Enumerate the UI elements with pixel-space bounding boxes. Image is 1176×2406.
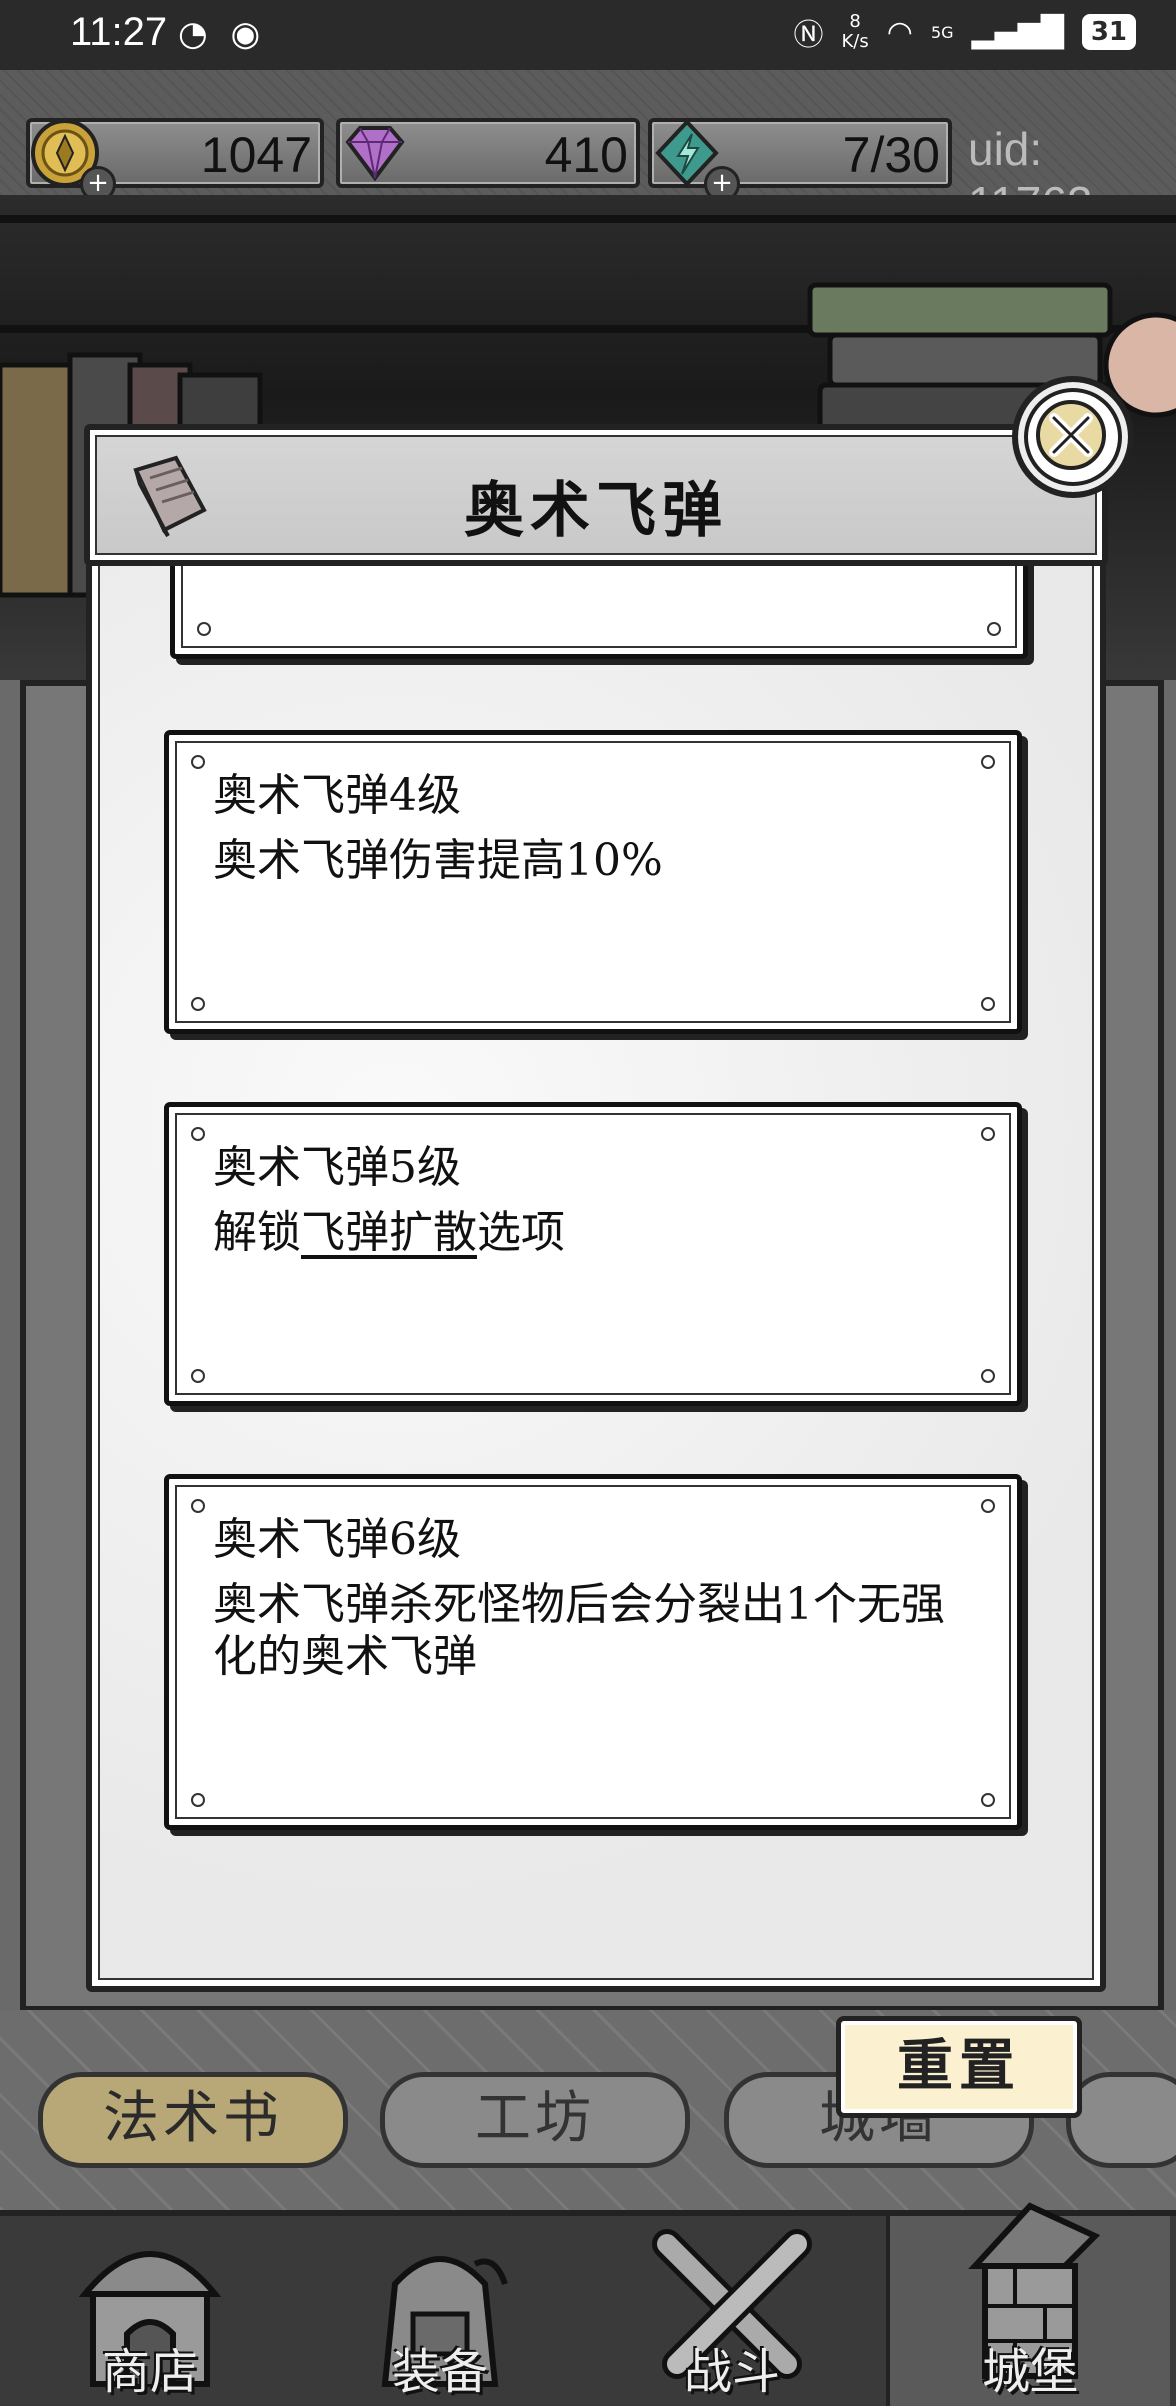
- status-right: Ⓝ 8 K/s ◠ 5G ▂▄▆█ 31: [793, 10, 1136, 54]
- card-rivet: [981, 997, 995, 1011]
- energy-value: 7/30: [842, 127, 940, 183]
- desc-suffix: 选项: [477, 1207, 565, 1258]
- wifi-icon: ◠: [886, 14, 913, 50]
- card-rivet: [987, 622, 1001, 636]
- crossed-swords-icon: [652, 2229, 812, 2379]
- network-type: 5G: [930, 22, 954, 42]
- nav-equipment[interactable]: 装备: [300, 2216, 580, 2406]
- card-rivet: [191, 1127, 205, 1141]
- card-rivet: [981, 1499, 995, 1513]
- nav-shop[interactable]: 商店: [10, 2216, 290, 2406]
- castle-icon: [968, 2202, 1101, 2379]
- card-rivet: [981, 1369, 995, 1383]
- level-card-6: 奥术飞弹6级 奥术飞弹杀死怪物后会分裂出1个无强化的奥术飞弹: [164, 1474, 1022, 1830]
- tab-workshop[interactable]: 工坊: [380, 2072, 690, 2168]
- eye-icon: ◉: [230, 14, 267, 54]
- gold-counter[interactable]: 1047 +: [26, 118, 324, 202]
- net-speed-value: 8: [849, 11, 861, 32]
- battery-icon: 31: [1081, 14, 1136, 50]
- status-time: 11:27: [70, 10, 168, 54]
- level-title: 奥术飞弹4级: [213, 770, 461, 821]
- desc-prefix: 解锁: [213, 1207, 301, 1258]
- tab-more[interactable]: [1066, 2072, 1176, 2168]
- energy-crystal-icon: [655, 119, 719, 187]
- level-card-5: 奥术飞弹5级 解锁飞弹扩散选项: [164, 1102, 1022, 1406]
- card-rivet: [191, 1793, 205, 1807]
- nav-castle[interactable]: 城堡: [886, 2202, 1170, 2406]
- gold-value: 1047: [200, 127, 312, 183]
- level-card-partial: [170, 554, 1028, 659]
- card-rivet: [191, 1369, 205, 1383]
- level-description: 解锁飞弹扩散选项: [213, 1207, 973, 1259]
- card-rivet: [981, 1127, 995, 1141]
- card-rivet: [191, 1499, 205, 1513]
- close-button[interactable]: [1012, 376, 1134, 498]
- shop-icon: [78, 2251, 222, 2387]
- resource-bar: 1047 + 410 7/30 + uid: 11762: [0, 70, 1176, 229]
- net-speed: 8 K/s: [842, 12, 869, 52]
- close-icon: [1036, 400, 1106, 470]
- speedometer-icon: ◔: [178, 14, 214, 54]
- backpack-icon: [381, 2256, 508, 2387]
- level-title: 奥术飞弹6级: [213, 1514, 461, 1565]
- card-rivet: [197, 622, 211, 636]
- shelf-line: [0, 325, 1176, 333]
- gem-value: 410: [544, 127, 628, 183]
- level-title: 奥术飞弹5级: [213, 1142, 461, 1193]
- level-description: 奥术飞弹杀死怪物后会分裂出1个无强化的奥术飞弹: [213, 1579, 945, 1682]
- signal-icon: ▂▄▆█: [971, 14, 1064, 50]
- nav-label: 战斗: [683, 2344, 780, 2400]
- tab-spellbook[interactable]: 法术书: [38, 2072, 348, 2168]
- nav-label: 装备: [391, 2344, 488, 2400]
- nav-battle[interactable]: 战斗: [592, 2216, 872, 2406]
- net-speed-unit: K/s: [841, 31, 869, 52]
- modal-title: 奥术飞弹: [464, 476, 728, 546]
- level-card-4: 奥术飞弹4级 奥术飞弹伤害提高10%: [164, 730, 1022, 1034]
- nav-label: 城堡: [981, 2344, 1078, 2400]
- card-rivet: [191, 997, 205, 1011]
- status-bar: 11:27 ◔ ◉ Ⓝ 8 K/s ◠ 5G ▂▄▆█ 31: [0, 0, 1176, 70]
- bottom-nav: 商店 装备 战斗 城堡: [0, 2202, 1176, 2406]
- status-icons-left: ◔ ◉: [178, 14, 266, 54]
- modal-header: 奥术飞弹: [84, 424, 1108, 566]
- spread-missile-link[interactable]: 飞弹扩散: [301, 1207, 477, 1258]
- card-rivet: [981, 1793, 995, 1807]
- nav-label: 商店: [101, 2344, 198, 2400]
- energy-counter[interactable]: 7/30 +: [648, 118, 952, 202]
- level-description: 奥术飞弹伤害提高10%: [213, 835, 663, 886]
- card-rivet: [191, 755, 205, 769]
- spellbook-icon: [133, 455, 207, 538]
- reset-button[interactable]: 重置: [836, 2016, 1082, 2118]
- gold-coin-icon: [31, 119, 99, 187]
- nfc-icon: Ⓝ: [793, 18, 824, 53]
- gem-icon: [345, 126, 405, 182]
- card-rivet: [981, 755, 995, 769]
- shelf-line: [0, 215, 1176, 223]
- gem-counter[interactable]: 410: [336, 118, 640, 188]
